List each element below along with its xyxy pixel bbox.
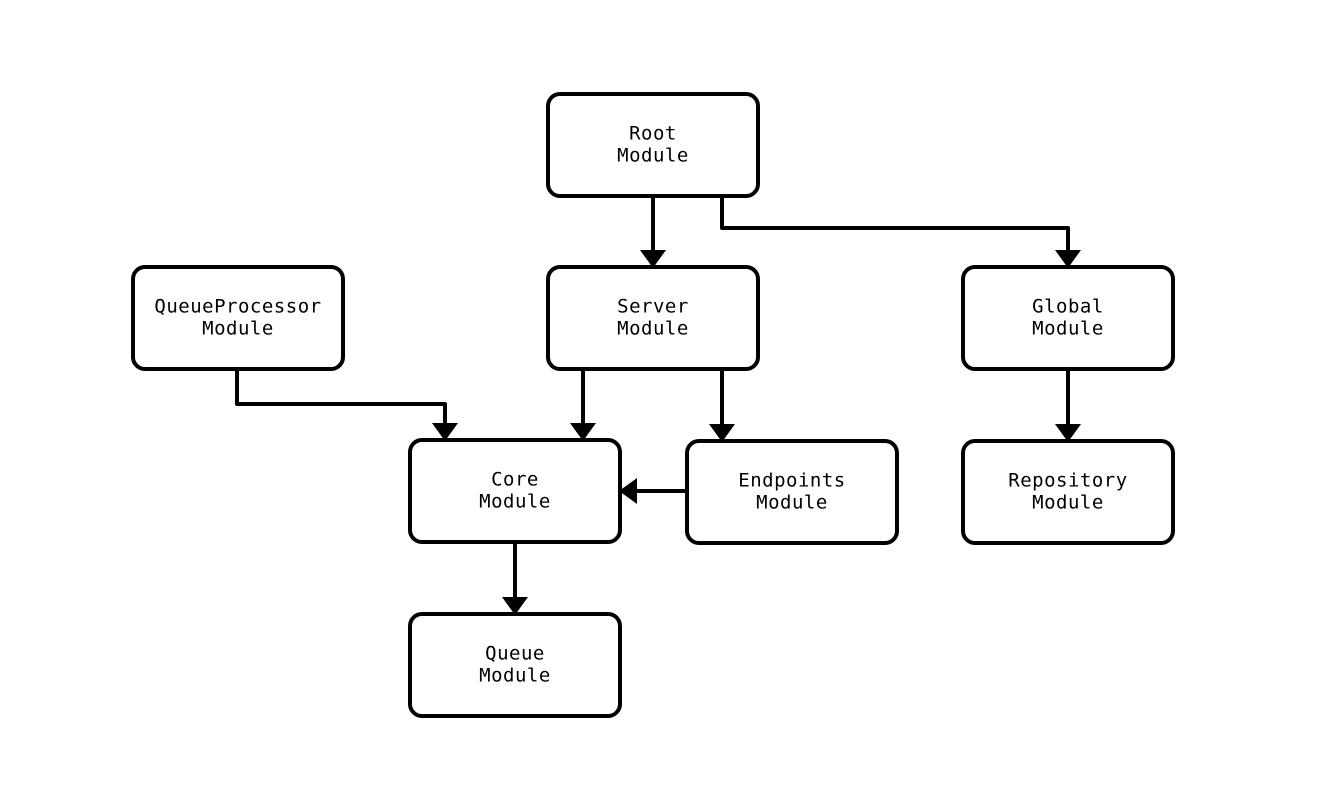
node-queueprocessor-module-label-line2: Module	[202, 318, 274, 340]
node-queueprocessor-module-label-line1: QueueProcessor	[154, 296, 321, 318]
arrowhead-layer	[432, 250, 1081, 615]
node-global-module-label-line2: Module	[1032, 318, 1104, 340]
node-queue-module-box[interactable]	[408, 612, 622, 718]
arrowhead-core-to-queue	[502, 597, 528, 615]
node-root-module[interactable]: Root Module	[546, 92, 760, 198]
node-server-module-label-line2: Module	[617, 318, 689, 340]
edge-layer	[235, 196, 1070, 599]
node-global-module-box[interactable]	[961, 265, 1175, 371]
node-repository-module-label-line2: Module	[1032, 492, 1104, 514]
node-endpoints-module-label-line2: Module	[756, 492, 828, 514]
node-root-module-label-line1: Root	[629, 123, 677, 145]
node-repository-module-label-line1: Repository	[1008, 470, 1127, 492]
arrowhead-server-to-endpoints	[709, 424, 735, 442]
node-queue-module-label-line2: Module	[479, 665, 551, 687]
node-root-module-box[interactable]	[546, 92, 760, 198]
arrowhead-queueprocessor-to-core	[432, 423, 458, 441]
node-repository-module-box[interactable]	[961, 439, 1175, 545]
node-global-module[interactable]: Global Module	[961, 265, 1175, 371]
node-core-module-box[interactable]	[408, 438, 622, 544]
edge-root-to-global	[720, 196, 1070, 252]
node-endpoints-module-label-line1: Endpoints	[738, 470, 845, 492]
node-root-module-label-line2: Module	[617, 145, 689, 167]
arrowhead-server-to-core	[570, 423, 596, 441]
node-core-module[interactable]: Core Module	[408, 438, 622, 544]
node-core-module-label-line2: Module	[479, 491, 551, 513]
node-repository-module[interactable]: Repository Module	[961, 439, 1175, 545]
arrowhead-root-to-server	[640, 250, 666, 268]
node-server-module-label-line1: Server	[617, 296, 689, 318]
node-endpoints-module[interactable]: Endpoints Module	[685, 439, 899, 545]
node-server-module-box[interactable]	[546, 265, 760, 371]
node-endpoints-module-box[interactable]	[685, 439, 899, 545]
node-queueprocessor-module[interactable]: QueueProcessor Module	[131, 265, 345, 371]
node-global-module-label-line1: Global	[1032, 296, 1104, 318]
node-queue-module-label-line1: Queue	[485, 643, 545, 665]
arrowhead-global-to-repository	[1055, 424, 1081, 442]
node-queue-module[interactable]: Queue Module	[408, 612, 622, 718]
node-core-module-label-line1: Core	[491, 469, 539, 491]
node-server-module[interactable]: Server Module	[546, 265, 760, 371]
arrowhead-endpoints-to-core	[619, 478, 637, 504]
node-queueprocessor-module-box[interactable]	[131, 265, 345, 371]
node-layer: Root Module QueueProcessor Module Server…	[131, 92, 1175, 718]
arrowhead-root-to-global	[1055, 250, 1081, 268]
edge-queueprocessor-to-core	[235, 369, 447, 425]
